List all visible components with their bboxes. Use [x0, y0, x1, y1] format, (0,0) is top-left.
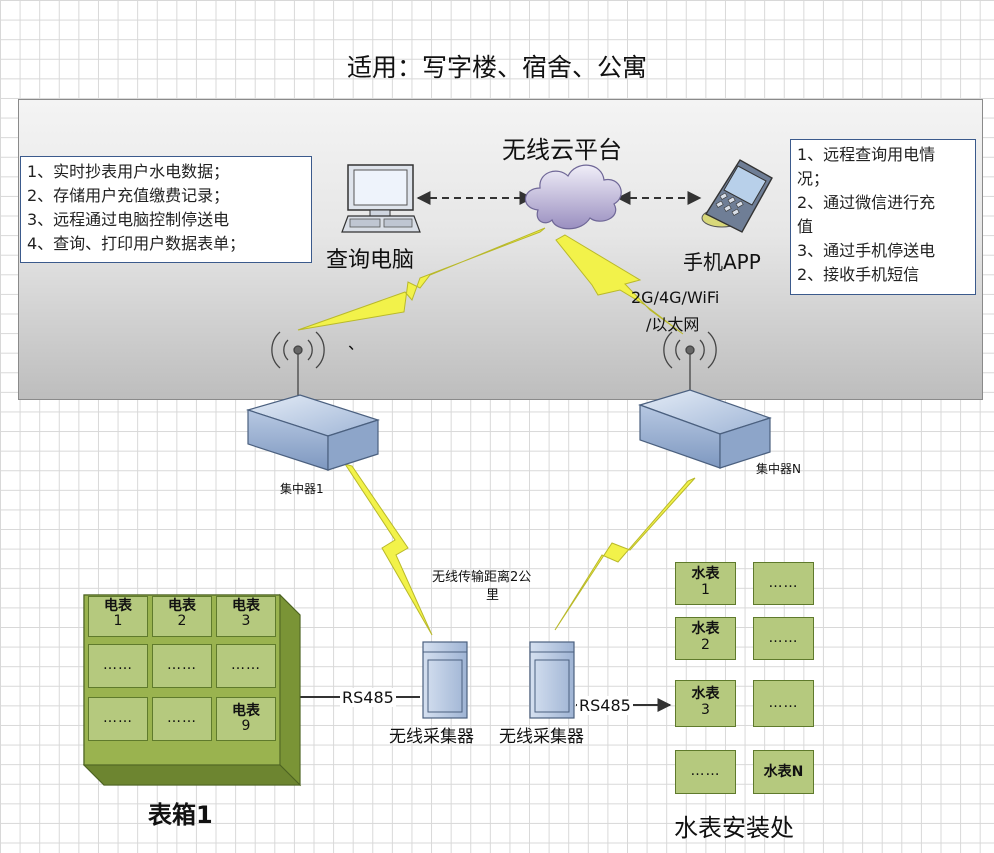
- meter-cell-number: 3: [241, 613, 251, 629]
- feature-line: 2、通过微信进行充: [797, 193, 936, 212]
- wireless-link-icon: [554, 477, 696, 631]
- water-meter-cell: 水表 1: [675, 562, 736, 605]
- water-cell-placeholder: ……: [768, 695, 799, 711]
- water-cell-placeholder: ……: [768, 575, 799, 591]
- wireless-link-icon: [343, 463, 433, 636]
- meter-cell-placeholder: ……: [103, 710, 133, 726]
- meter-cell-placeholder: ……: [167, 657, 197, 673]
- water-meter-cell: ……: [675, 750, 736, 794]
- water-meter-cell: 水表 2: [675, 617, 736, 660]
- feature-line: 1、远程查询用电情: [797, 145, 936, 164]
- network-label-line2: /以太网: [646, 315, 700, 334]
- meter-cell-placeholder: ……: [231, 657, 261, 673]
- stray-mark: 、: [348, 334, 365, 353]
- antenna-icon: [271, 331, 325, 402]
- water-cell-title: 水表N: [763, 764, 804, 780]
- feature-line: 1、实时抄表用户水电数据；: [27, 162, 230, 181]
- water-cell-title: 水表: [691, 686, 720, 702]
- query-computer-label: 查询电脑: [326, 248, 415, 273]
- meter-cell-title: 电表: [232, 703, 260, 719]
- page-title: 适用：写字楼、宿舍、公寓: [346, 53, 647, 82]
- water-cell-number: 1: [701, 582, 710, 598]
- feature-line: 4、查询、打印用户数据表单；: [27, 234, 246, 253]
- concentrator-1-device: [245, 394, 380, 471]
- cloud-platform-label: 无线云平台: [502, 136, 622, 164]
- meter-cell-title: 电表: [168, 598, 196, 614]
- water-cell-number: 2: [701, 637, 710, 653]
- collector-right-label: 无线采集器: [499, 727, 584, 747]
- network-label-line1: 2G/4G/WiFi: [631, 288, 720, 307]
- electric-meter-cell: 电表 9: [216, 697, 276, 741]
- wireless-distance-line1: 无线传输距离2公: [432, 570, 532, 585]
- platform-features-box: 1、实时抄表用户水电数据； 2、存储用户充值缴费记录； 3、远程通过电脑控制停送…: [20, 156, 312, 263]
- computer-icon: [341, 164, 421, 233]
- feature-line: 3、远程通过电脑控制停送电: [27, 210, 230, 229]
- meter-cell-placeholder: ……: [103, 657, 133, 673]
- rs485-label-right: RS485: [577, 696, 633, 715]
- water-meter-cell: ……: [753, 617, 814, 660]
- rs485-label-left: RS485: [340, 688, 396, 707]
- water-meter-cell: 水表 3: [675, 680, 736, 727]
- concentrator-n-device: [638, 389, 772, 469]
- cloud-icon: [524, 164, 622, 230]
- wireless-collector-right: [529, 641, 575, 719]
- electric-meter-cell: ……: [88, 697, 148, 741]
- water-cell-title: 水表: [691, 566, 720, 582]
- app-features-box: 1、远程查询用电情 况； 2、通过微信进行充 值 3、通过手机停送电 2、接收手…: [790, 139, 976, 295]
- water-cell-placeholder: ……: [690, 763, 721, 779]
- water-cell-placeholder: ……: [768, 630, 799, 646]
- meter-cell-number: 9: [241, 718, 251, 734]
- electric-meter-cell: 电表 3: [216, 596, 276, 637]
- feature-line: 3、通过手机停送电: [797, 241, 936, 260]
- concentrator-1-label: 集中器1: [280, 482, 324, 496]
- meter-box-label: 表箱1: [148, 801, 213, 829]
- electric-meter-cell: ……: [152, 697, 212, 741]
- electric-meter-cell: 电表 2: [152, 596, 212, 637]
- meter-cell-number: 2: [177, 613, 187, 629]
- wireless-link-icon: [297, 227, 546, 331]
- mobile-phone-icon: [701, 159, 773, 233]
- wireless-link-icon: [555, 234, 684, 335]
- water-cell-number: 3: [701, 702, 710, 718]
- electric-meter-cell: ……: [88, 644, 148, 688]
- meter-cell-number: 1: [113, 613, 123, 629]
- water-cell-title: 水表: [691, 621, 720, 637]
- concentrator-n-label: 集中器N: [756, 462, 801, 476]
- antenna-icon: [663, 331, 717, 402]
- electric-meter-cell: 电表 1: [88, 596, 148, 637]
- feature-line: 2、接收手机短信: [797, 265, 920, 284]
- feature-line: 况；: [797, 169, 830, 188]
- water-meter-cell: ……: [753, 680, 814, 727]
- wireless-collector-left: [422, 641, 468, 719]
- meter-cell-title: 电表: [232, 598, 260, 614]
- feature-line: 值: [797, 217, 814, 236]
- mobile-app-label: 手机APP: [683, 250, 761, 274]
- wireless-distance-line2: 里: [486, 588, 500, 603]
- electric-meter-cell: ……: [152, 644, 212, 688]
- meter-cell-placeholder: ……: [167, 710, 197, 726]
- water-meter-area-label: 水表安装处: [674, 814, 794, 842]
- collector-left-label: 无线采集器: [389, 727, 474, 747]
- meter-cell-title: 电表: [104, 598, 132, 614]
- electric-meter-cell: ……: [216, 644, 276, 688]
- water-meter-cell: ……: [753, 562, 814, 605]
- water-meter-cell: 水表N: [753, 750, 814, 794]
- feature-line: 2、存储用户充值缴费记录；: [27, 186, 230, 205]
